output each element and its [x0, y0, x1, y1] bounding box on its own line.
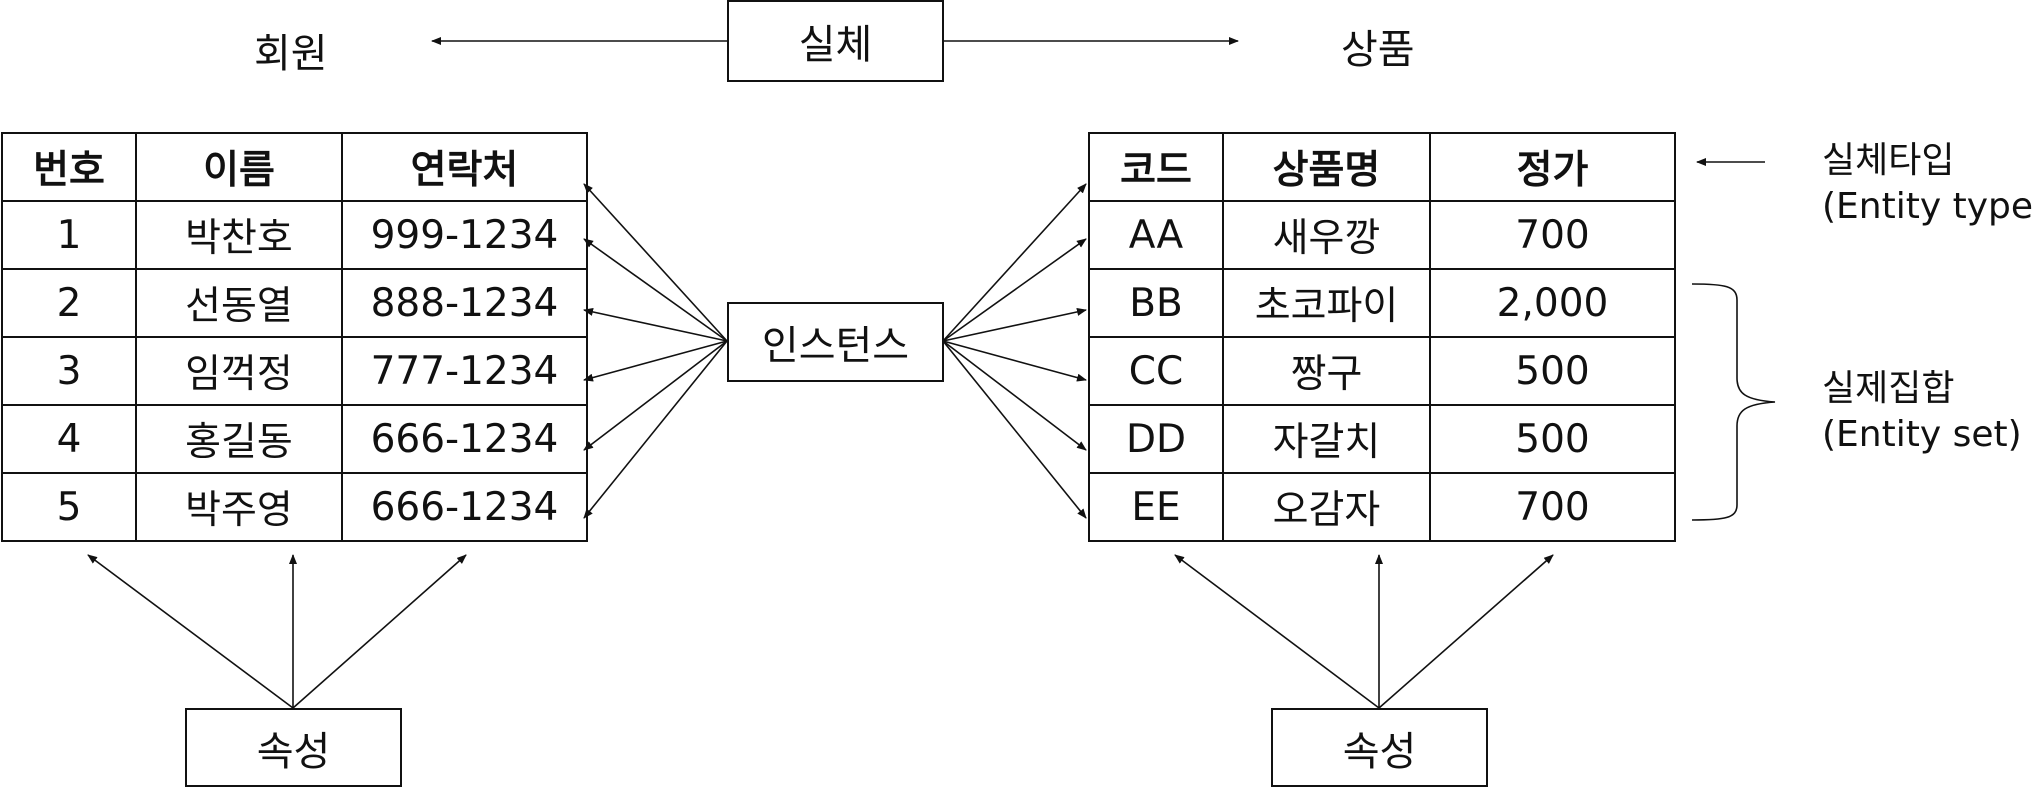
table-row: 2 선동열 888-1234 [1, 268, 588, 338]
table-row: 1 박찬호 999-1234 [1, 200, 588, 270]
member-number-cell: 3 [1, 336, 137, 406]
entity-set-en: (Entity set) [1822, 414, 2022, 455]
member-contact-cell: 999-1234 [341, 200, 588, 270]
arrow-instance-to-product-row3 [942, 340, 1087, 382]
arrow-instance-to-member-row1 [583, 238, 728, 342]
product-price-cell: 500 [1429, 336, 1676, 406]
product-price-cell: 500 [1429, 404, 1676, 474]
attribute-box-right: 속성 [1271, 708, 1488, 787]
product-code-cell: EE [1088, 472, 1224, 542]
arrow-instance-to-product-row4 [942, 340, 1087, 451]
entity-set-annotation: 실제집합 (Entity set) [1822, 366, 2022, 458]
product-name-cell: 새우깡 [1222, 200, 1431, 270]
entity-set-brace [1691, 283, 1776, 521]
entity-label: 실체 [798, 22, 873, 68]
arrow-attr-right-col3 [1378, 554, 1554, 709]
member-number-cell: 2 [1, 268, 137, 338]
arrow-instance-to-member-row3 [583, 340, 728, 382]
member-number-cell: 4 [1, 404, 137, 474]
table-row: 5 박주영 666-1234 [1, 472, 588, 542]
product-name-cell: 짱구 [1222, 336, 1431, 406]
arrow-instance-to-member-row4 [583, 340, 728, 451]
member-contact-cell: 777-1234 [341, 336, 588, 406]
member-table: 번호 이름 연락처 1 박찬호 999-1234 2 선동열 888-1234 … [1, 132, 588, 542]
member-name-cell: 홍길동 [135, 404, 343, 474]
product-name-cell: 자갈치 [1222, 404, 1431, 474]
entity-box: 실체 [727, 0, 944, 82]
arrow-attr-right-col1 [1174, 554, 1380, 709]
product-header-name: 상품명 [1222, 132, 1431, 202]
table-row: DD 자갈치 500 [1088, 404, 1676, 474]
product-label: 상품 [1341, 27, 1415, 73]
member-number-cell: 1 [1, 200, 137, 270]
member-number-cell: 5 [1, 472, 137, 542]
product-price-cell: 2,000 [1429, 268, 1676, 338]
table-row: BB 초코파이 2,000 [1088, 268, 1676, 338]
product-header-price: 정가 [1429, 132, 1676, 202]
member-label: 회원 [254, 31, 328, 77]
member-contact-cell: 666-1234 [341, 472, 588, 542]
arrow-instance-to-product-row1 [942, 238, 1087, 342]
product-price-cell: 700 [1429, 472, 1676, 542]
member-header-name: 이름 [135, 132, 343, 202]
entity-type-en: (Entity type) [1822, 186, 2032, 227]
member-contact-cell: 666-1234 [341, 404, 588, 474]
product-code-cell: BB [1088, 268, 1224, 338]
attribute-box-left: 속성 [185, 708, 402, 787]
product-table-header-row: 코드 상품명 정가 [1088, 132, 1676, 202]
member-name-cell: 선동열 [135, 268, 343, 338]
entity-type-ko: 실체타입 [1822, 140, 1955, 181]
instance-label: 인스턴스 [761, 323, 910, 369]
product-table: 코드 상품명 정가 AA 새우깡 700 BB 초코파이 2,000 CC 짱구… [1088, 132, 1676, 542]
product-code-cell: DD [1088, 404, 1224, 474]
instance-box: 인스턴스 [727, 302, 944, 382]
member-header-contact: 연락처 [341, 132, 588, 202]
member-contact-cell: 888-1234 [341, 268, 588, 338]
attribute-left-label: 속성 [256, 728, 331, 775]
product-code-cell: CC [1088, 336, 1224, 406]
member-name-cell: 박찬호 [135, 200, 343, 270]
product-name-cell: 초코파이 [1222, 268, 1431, 338]
member-name-cell: 박주영 [135, 472, 343, 542]
arrow-instance-to-product-row2 [942, 307, 1087, 342]
product-price-cell: 700 [1429, 200, 1676, 270]
product-code-cell: AA [1088, 200, 1224, 270]
arrow-instance-to-member-row5 [583, 340, 728, 519]
table-row: EE 오감자 700 [1088, 472, 1676, 542]
product-name-cell: 오감자 [1222, 472, 1431, 542]
table-row: AA 새우깡 700 [1088, 200, 1676, 270]
member-table-header-row: 번호 이름 연락처 [1, 132, 588, 202]
member-name-cell: 임꺽정 [135, 336, 343, 406]
member-header-number: 번호 [1, 132, 137, 202]
attribute-right-label: 속성 [1342, 728, 1417, 775]
product-header-code: 코드 [1088, 132, 1224, 202]
table-row: 4 홍길동 666-1234 [1, 404, 588, 474]
table-row: CC 짱구 500 [1088, 336, 1676, 406]
arrow-instance-to-product-row5 [942, 340, 1087, 519]
entity-set-ko: 실제집합 [1822, 368, 1955, 409]
arrow-instance-to-product-header [942, 183, 1087, 342]
arrow-attr-left-col3 [292, 554, 467, 709]
table-row: 3 임꺽정 777-1234 [1, 336, 588, 406]
arrow-instance-to-member-row2 [583, 307, 728, 342]
arrow-attr-left-col1 [87, 554, 294, 709]
entity-type-annotation: 실체타입 (Entity type) [1822, 138, 2032, 230]
arrow-instance-to-member-header [583, 183, 728, 342]
